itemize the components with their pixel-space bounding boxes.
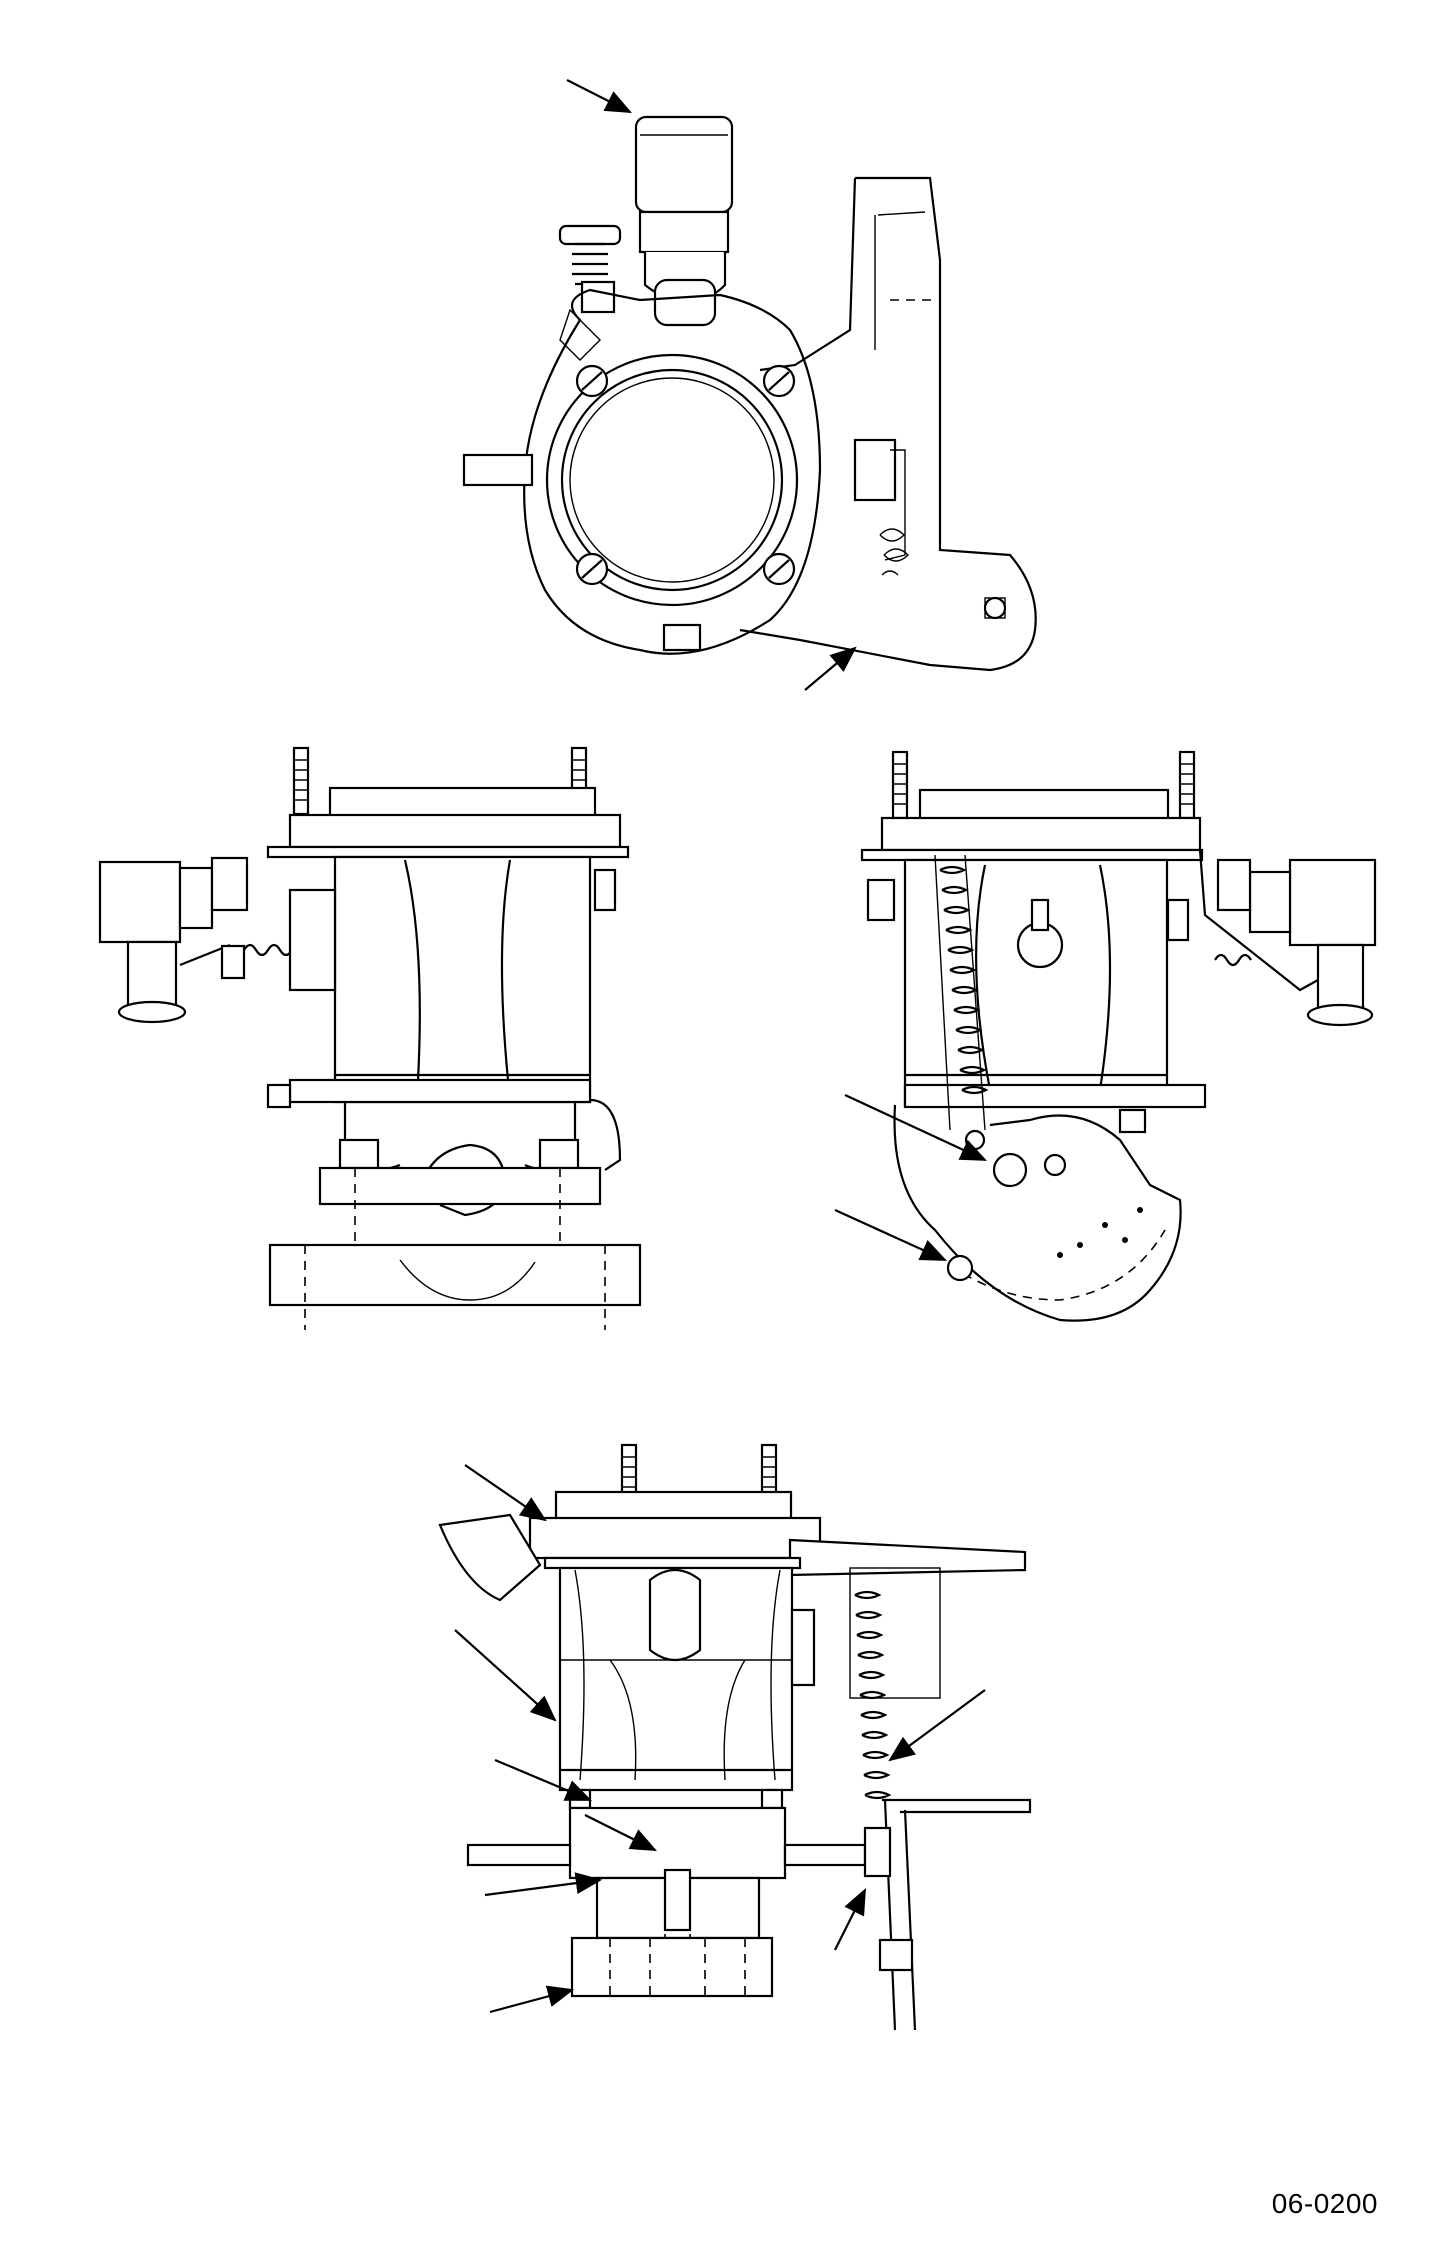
throttle-base-front (466, 1788, 892, 1998)
left-side-view (98, 746, 642, 1330)
top-studs-front (620, 1443, 778, 1505)
flange-screws (575, 364, 796, 586)
top-view (462, 79, 1037, 691)
front-view (438, 1443, 1032, 2031)
body-flange-top (462, 288, 822, 655)
carburetor-body-left (266, 855, 622, 1171)
top-plate-left (288, 813, 622, 849)
throttle-base-left (268, 1102, 642, 1330)
fuel-inlet-left (98, 856, 617, 1024)
carburetor-body-front (558, 1566, 816, 1792)
linkage-bracket-front (788, 1538, 1027, 1577)
gasket-front (543, 1556, 802, 1570)
front-view-callouts (454, 1464, 986, 2014)
fuel-inlet-right (1166, 849, 1377, 1027)
gasket-right (860, 848, 1204, 862)
choke-plate-front (438, 1513, 542, 1602)
gasket-left (266, 845, 630, 859)
top-view-callouts (566, 79, 857, 691)
fuel-fitting-top (634, 115, 734, 327)
top-studs-left (292, 746, 588, 816)
carburetor-body-right (866, 858, 1207, 1109)
right-view-callouts (834, 1094, 987, 1262)
return-spring-right (934, 854, 989, 1131)
return-spring-front (849, 1567, 1032, 2031)
throttle-bracket-top (739, 176, 1037, 672)
right-side-view (834, 750, 1377, 1322)
top-plate-front (528, 1516, 822, 1560)
idle-screw-top (558, 224, 622, 314)
cover-plate-right (918, 788, 1170, 822)
figure-code-label: 06-0200 (1271, 2188, 1378, 2219)
top-plate-right (880, 816, 1202, 852)
